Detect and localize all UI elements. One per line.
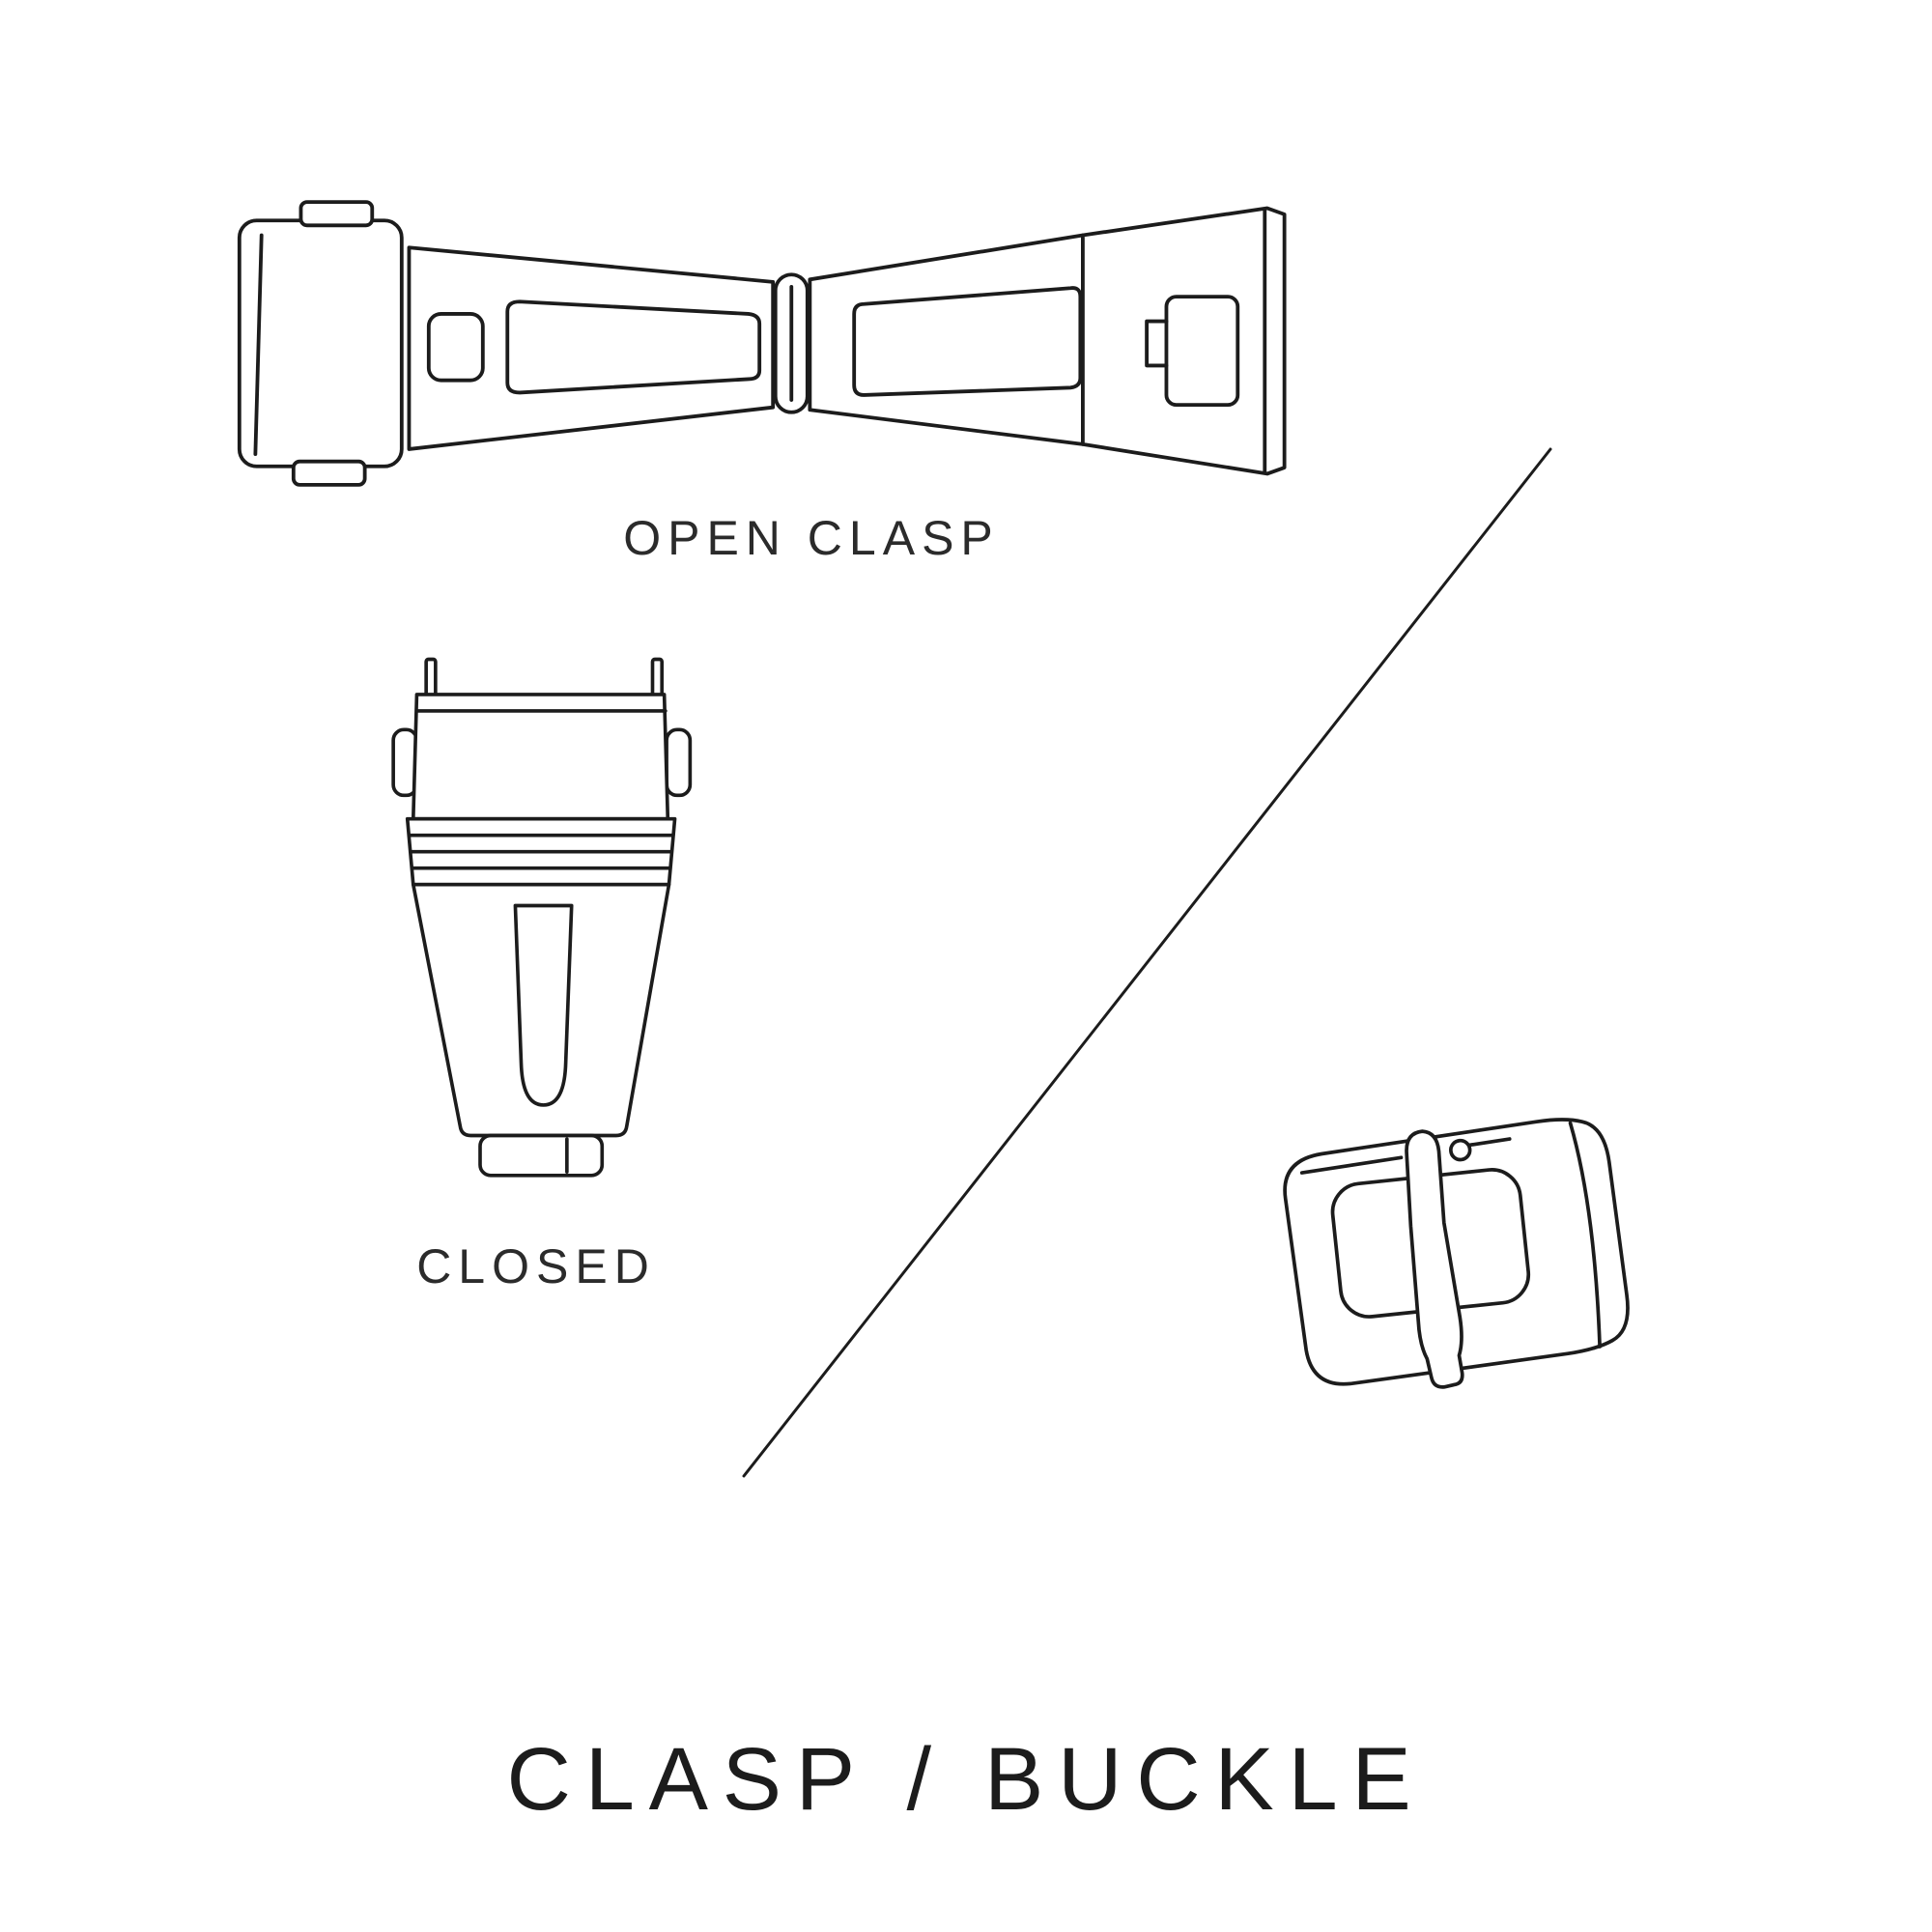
open-clasp-drawing (237, 200, 1287, 487)
open-clasp-label: OPEN CLASP (623, 511, 1000, 565)
closed-clasp-slot (513, 903, 574, 1107)
closed-clasp-drawing (391, 657, 693, 1178)
open-clasp-illustration (237, 200, 1287, 487)
clasp-cap-top-tab (298, 200, 375, 228)
clasp-cap-bottom-tab (291, 459, 367, 487)
buckle-drawing (1283, 1118, 1630, 1389)
closed-clasp-foot (478, 1133, 605, 1178)
closed-clasp-label: CLOSED (416, 1239, 656, 1293)
buckle-pin-ring (1449, 1138, 1472, 1162)
buckle-illustration (1283, 1118, 1630, 1389)
clasp-lock-tab (1164, 295, 1240, 408)
page-title: CLASP / BUCKLE (506, 1730, 1426, 1829)
buckle-spring-bar (1299, 1155, 1404, 1175)
clasp-left-cutout (426, 312, 485, 383)
buckle-tongue (1405, 1129, 1464, 1389)
closed-clasp-illustration (391, 657, 693, 1178)
